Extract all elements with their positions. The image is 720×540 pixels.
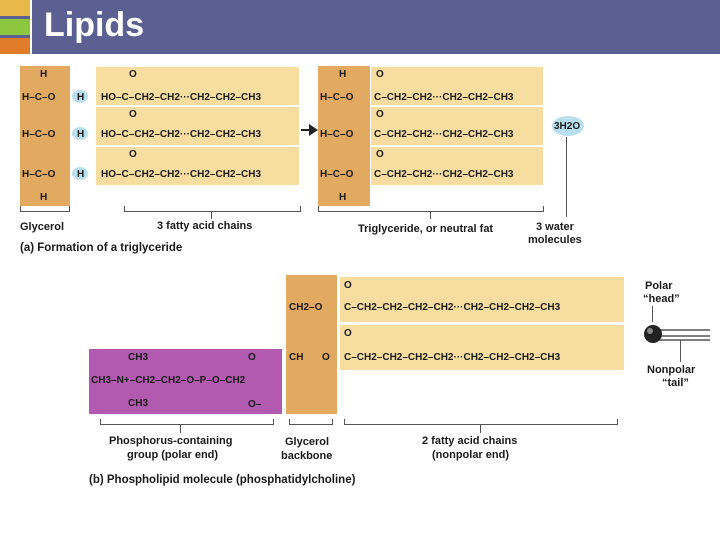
backbone-ch2-o: CH2–O	[289, 302, 323, 313]
water-label-line2: molecules	[528, 234, 582, 246]
fatty-acid-bracket-tick	[211, 212, 212, 219]
fatty-acid-label: 3 fatty acid chains	[157, 220, 253, 232]
carbonyl-oxygen: O	[129, 149, 137, 160]
water-label-line1: 3 water	[536, 221, 574, 233]
glycerol-bottom-h: H	[40, 192, 48, 203]
fatty-chains-label-1: 2 fatty acid chains	[422, 435, 518, 447]
product-glycerol-row-1: H–C–O	[320, 92, 354, 103]
reaction-arrow	[301, 129, 311, 131]
glycerol-row-3: H–C–O	[22, 169, 56, 180]
water-formula: 3H2O	[554, 121, 581, 132]
hydrogen-label: H	[77, 92, 85, 103]
fatty-acid-box	[96, 67, 299, 105]
choline-phosphate-chain: CH3–N+–CH2–CH2–O–P–O–CH2	[91, 375, 246, 386]
fatty-acid-chain: HO–C–CH2–CH2···CH2–CH2–CH3	[101, 129, 262, 140]
product-carbonyl-oxygen: O	[376, 109, 384, 120]
fatty-chain-box	[340, 277, 624, 322]
glycerol-label: Glycerol	[20, 221, 65, 233]
phospholipid-icon	[644, 325, 710, 343]
polar-head-label-1: Polar	[645, 280, 673, 292]
product-chain: C–CH2–CH2···CH2–CH2–CH3	[374, 92, 514, 103]
hydrogen-circle	[72, 127, 88, 140]
product-glycerol-box	[318, 66, 370, 206]
glycerol-backbone-box	[286, 275, 337, 414]
product-glycerol-bottom-h: H	[339, 192, 347, 203]
caption-a: (a) Formation of a triglyceride	[20, 242, 183, 254]
triglyceride-label: Triglyceride, or neutral fat	[358, 223, 494, 235]
polar-head-label-2: “head”	[643, 293, 680, 305]
glycerol-box	[20, 66, 70, 206]
fatty-chains-bracket-tick	[480, 425, 481, 433]
fatty-acid-bracket	[124, 206, 301, 212]
methyl-bottom: CH3	[128, 398, 149, 409]
fatty-acid-box	[96, 147, 299, 185]
product-chain-box	[371, 107, 543, 145]
phospholipid-chain: C–CH2–CH2–CH2–CH2···CH2–CH2–CH2–CH3	[344, 352, 561, 363]
product-glycerol-row-2: H–C–O	[320, 129, 354, 140]
methyl-top: CH3	[128, 352, 149, 363]
water-oval	[552, 116, 584, 136]
hydrogen-circle	[72, 167, 88, 180]
glycerol-backbone-label-2: backbone	[281, 450, 333, 462]
product-chain: C–CH2–CH2···CH2–CH2–CH3	[374, 169, 514, 180]
glycerol-row-2: H–C–O	[22, 129, 56, 140]
phosphorus-label-1: Phosphorus-containing	[109, 435, 233, 447]
glycerol-backbone-bracket	[289, 419, 333, 425]
fatty-chains-bracket	[344, 419, 618, 425]
product-glycerol-row-3: H–C–O	[320, 169, 354, 180]
nonpolar-tail-label-2: “tail”	[662, 377, 689, 389]
phosphorus-bracket	[100, 419, 274, 425]
accent-square-green	[0, 19, 30, 35]
phosphate-oxygen-bottom: O–	[248, 399, 262, 410]
product-chain: C–CH2–CH2···CH2–CH2–CH3	[374, 129, 514, 140]
fatty-acid-box	[96, 107, 299, 145]
glycerol-row-1: H–C–O	[22, 92, 56, 103]
phospholipid-chain: C–CH2–CH2–CH2–CH2···CH2–CH2–CH2–CH3	[344, 302, 561, 313]
chain-carbonyl-oxygen: O	[344, 328, 352, 339]
backbone-o: O	[322, 352, 330, 363]
chain-carbonyl-oxygen: O	[344, 280, 352, 291]
product-carbonyl-oxygen: O	[376, 69, 384, 80]
slide-title: Lipids	[44, 6, 145, 44]
hydrogen-label: H	[77, 169, 85, 180]
triglyceride-bracket	[318, 206, 544, 212]
triglyceride-bracket-tick	[430, 212, 431, 219]
glycerol-top-h: H	[40, 69, 48, 80]
fatty-acid-chain: HO–C–CH2–CH2···CH2–CH2–CH3	[101, 92, 262, 103]
fatty-acid-chain: HO–C–CH2–CH2···CH2–CH2–CH3	[101, 169, 262, 180]
hydrogen-circle	[72, 90, 88, 103]
glycerol-bracket	[20, 206, 70, 212]
product-chain-box	[371, 67, 543, 105]
product-chain-box	[371, 147, 543, 185]
water-pointer-line	[566, 137, 567, 217]
fatty-chain-box	[340, 325, 624, 370]
phosphorus-label-2: group (polar end)	[127, 449, 219, 461]
caption-b: (b) Phospholipid molecule (phosphatidylc…	[89, 474, 356, 486]
product-glycerol-top-h: H	[339, 69, 347, 80]
carbonyl-oxygen: O	[129, 69, 137, 80]
fatty-chains-label-2: (nonpolar end)	[432, 449, 509, 461]
carbonyl-oxygen: O	[129, 109, 137, 120]
slide-header	[0, 0, 720, 54]
accent-square-yellow	[0, 0, 30, 16]
phosphorus-group-box	[89, 349, 282, 414]
header-divider	[30, 0, 32, 54]
product-carbonyl-oxygen: O	[376, 149, 384, 160]
arrow-head-icon	[309, 124, 318, 136]
polar-head-pointer	[652, 306, 653, 322]
glycerol-backbone-label-1: Glycerol	[285, 436, 330, 448]
nonpolar-tail-pointer	[680, 340, 681, 362]
backbone-ch: CH	[289, 352, 304, 363]
phosphorus-bracket-tick	[180, 425, 181, 433]
accent-square-orange	[0, 38, 30, 54]
hydrogen-label: H	[77, 129, 85, 140]
phosphate-oxygen-top: O	[248, 352, 256, 363]
nonpolar-tail-label-1: Nonpolar	[647, 364, 696, 376]
